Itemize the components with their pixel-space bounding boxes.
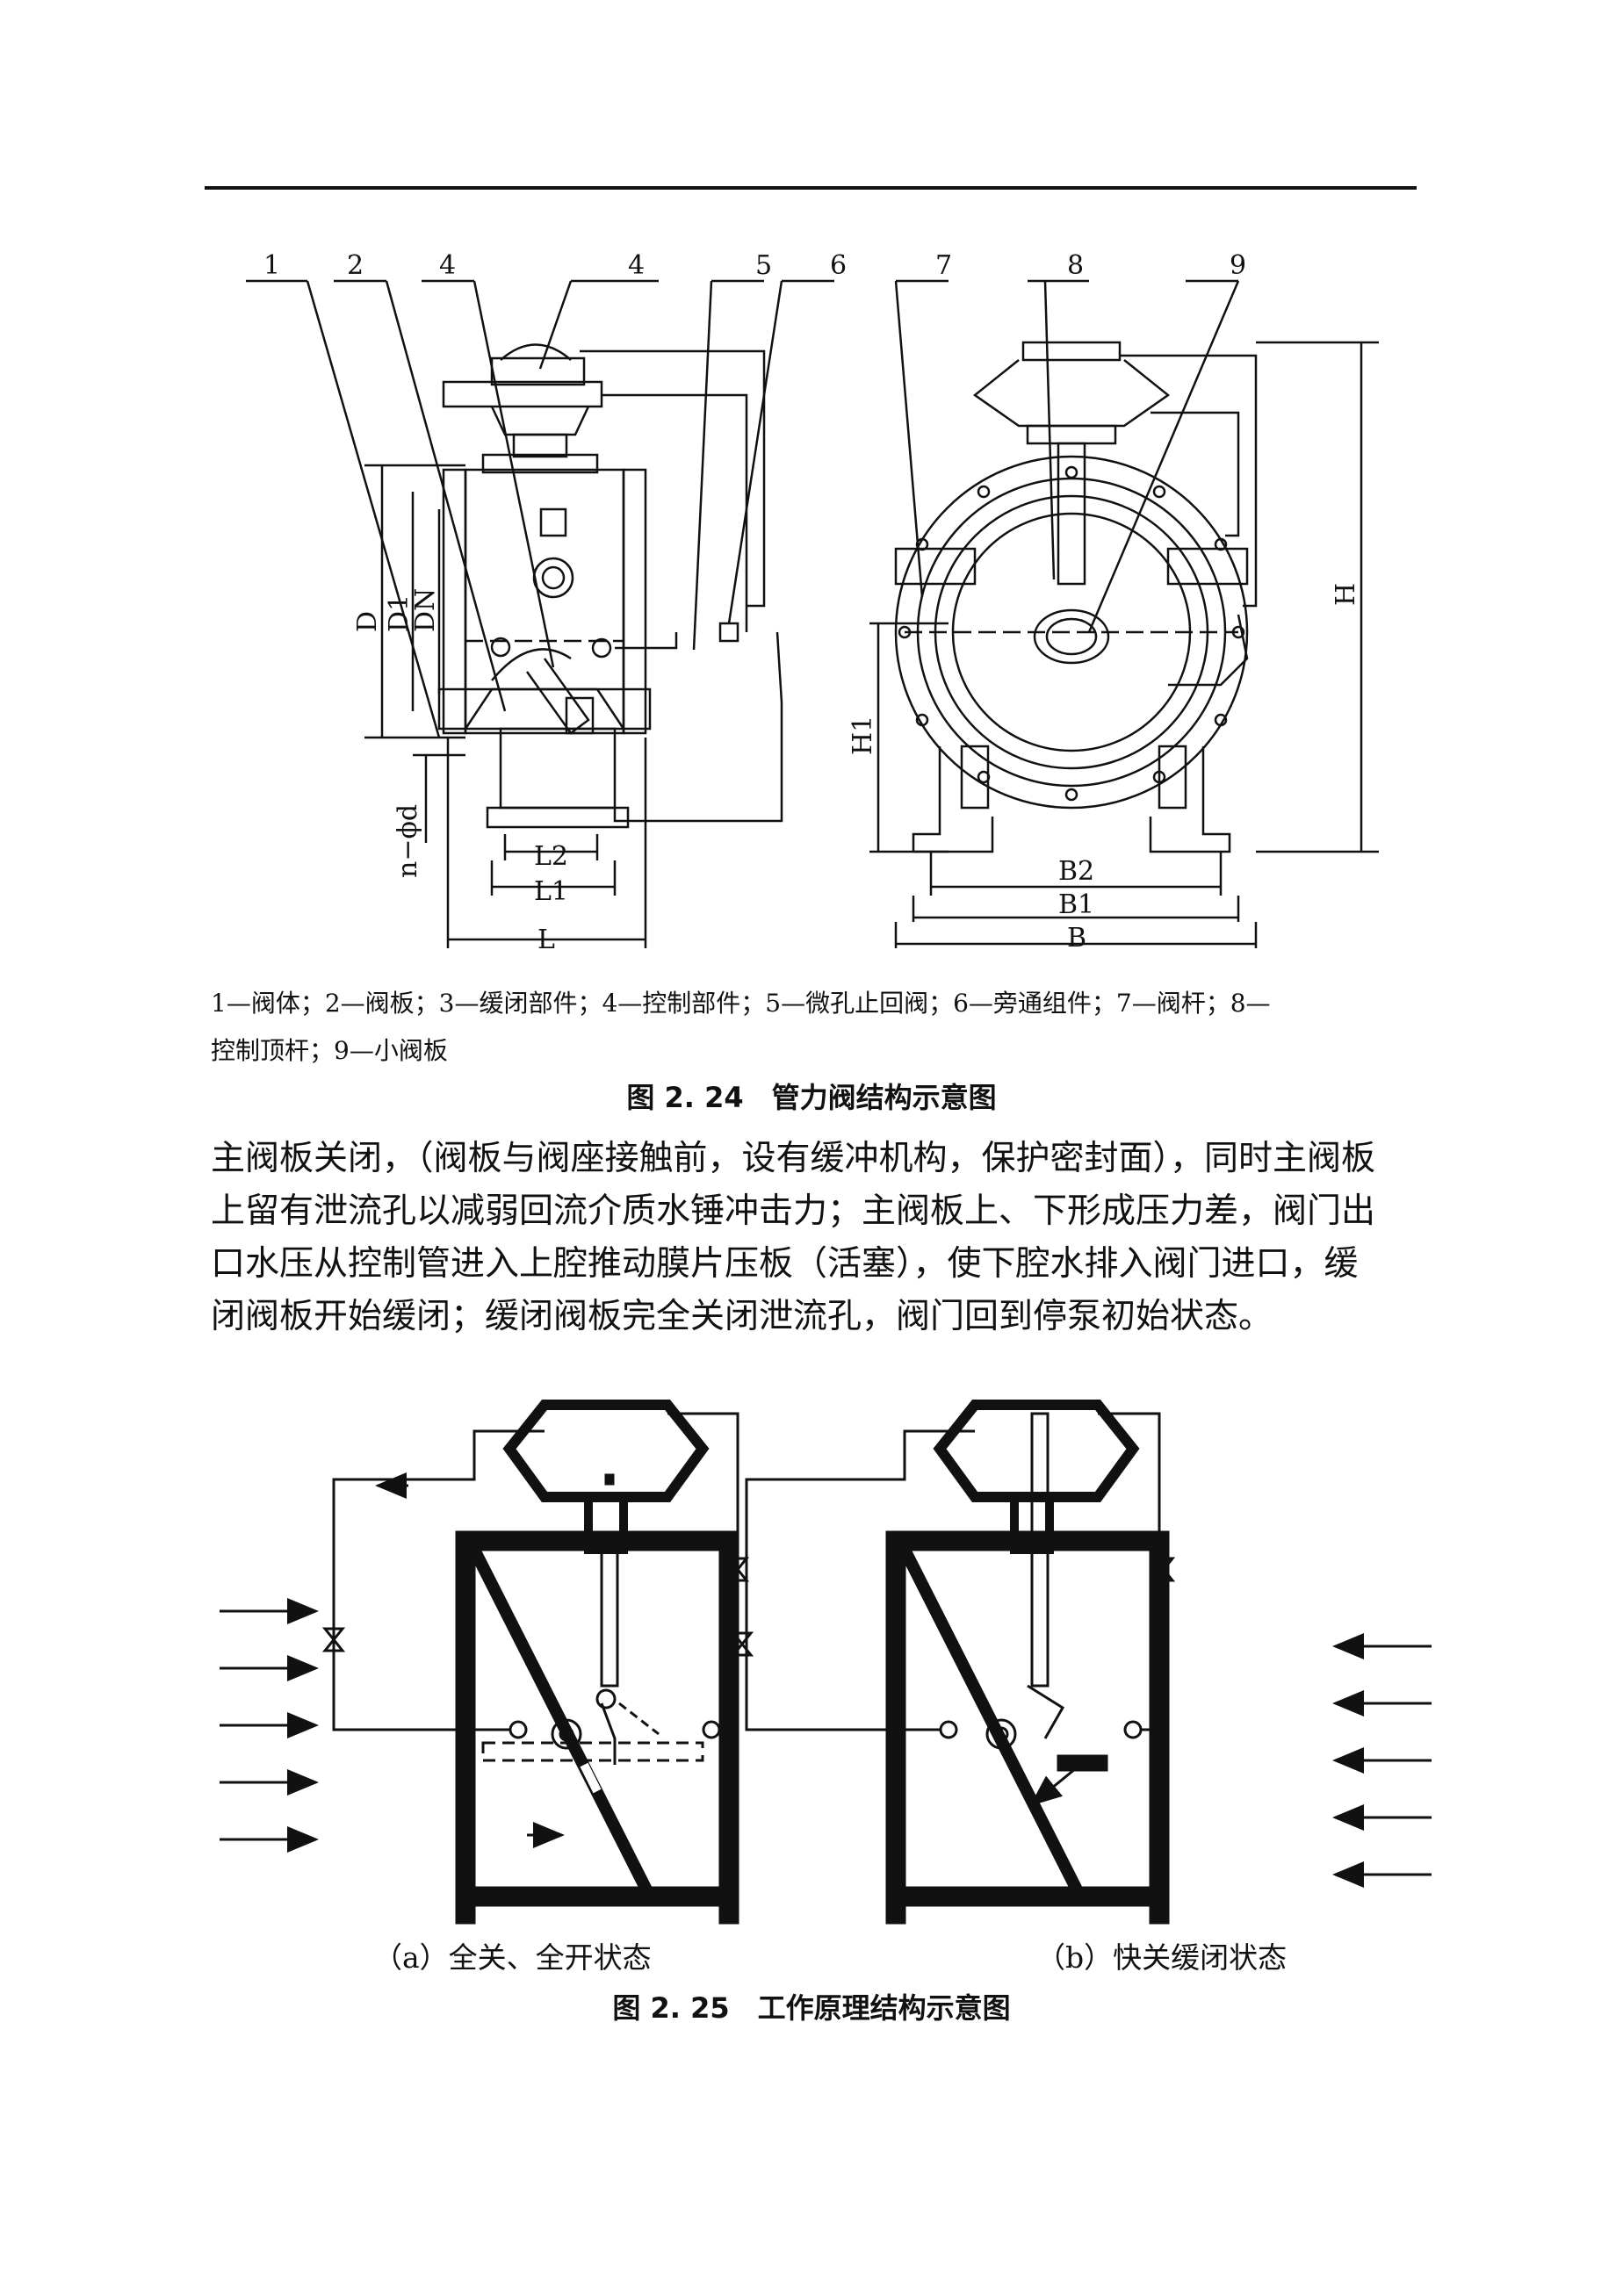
dim-D1: D1 bbox=[384, 594, 415, 632]
dim-H: H bbox=[1331, 583, 1361, 606]
paragraph-line-2: 上留有泄流孔以减弱回流介质水锤冲击力；主阀板上、下形成压力差，阀门出 bbox=[211, 1191, 1376, 1231]
dim-B1: B1 bbox=[1058, 889, 1094, 920]
figure-2-25-caption: 图 2. 25 工作原理结构示意图 bbox=[612, 1991, 1011, 2025]
callout-8: 8 bbox=[1067, 250, 1084, 281]
figure-2-24-drawing: 1 2 4 4 5 6 7 8 9 D D1 DN n−ϕd L2 L1 L H… bbox=[246, 250, 1379, 955]
callout-9: 9 bbox=[1230, 250, 1246, 281]
dim-L1: L1 bbox=[534, 876, 568, 907]
header-rule bbox=[205, 186, 1417, 190]
legend-line-1: 1—阀体；2—阀板；3—缓闭部件；4—控制部件；5—微孔止回阀；6—旁通组件；7… bbox=[211, 989, 1271, 1018]
dim-DN: DN bbox=[410, 588, 441, 632]
dim-D: D bbox=[352, 611, 383, 632]
figure-2-25-drawing bbox=[220, 1400, 1432, 1925]
figure-legend: 1—阀体；2—阀板；3—缓闭部件；4—控制部件；5—微孔止回阀；6—旁通组件；7… bbox=[211, 980, 1440, 1075]
callout-6: 6 bbox=[830, 250, 847, 281]
dim-L2: L2 bbox=[534, 841, 568, 872]
paragraph-line-4: 闭阀板开始缓闭；缓闭阀板完全关闭泄流孔，阀门回到停泵初始状态。 bbox=[211, 1297, 1273, 1336]
callout-1: 1 bbox=[263, 250, 280, 281]
dim-B2: B2 bbox=[1058, 856, 1094, 887]
body-paragraph: 主阀板关闭，（阀板与阀座接触前，设有缓冲机构，保护密封面），同时主阀板 上留有泄… bbox=[211, 1133, 1432, 1343]
dim-L: L bbox=[537, 925, 555, 955]
callout-4a: 4 bbox=[439, 250, 456, 281]
dim-nd: n−ϕd bbox=[393, 804, 423, 878]
callout-5: 5 bbox=[755, 250, 772, 281]
subcaption-a: （a）全关、全开状态 bbox=[373, 1940, 652, 1975]
paragraph-line-1: 主阀板关闭，（阀板与阀座接触前，设有缓冲机构，保护密封面），同时主阀板 bbox=[211, 1139, 1376, 1178]
dim-H1: H1 bbox=[848, 716, 878, 755]
dim-B: B bbox=[1067, 923, 1086, 954]
callout-2: 2 bbox=[347, 250, 364, 281]
callout-7: 7 bbox=[935, 250, 952, 281]
subcaption-b: （b）快关缓闭状态 bbox=[1036, 1940, 1288, 1975]
legend-line-2: 控制顶杆；9—小阀板 bbox=[211, 1036, 448, 1065]
figure-2-24-caption: 图 2. 24 管力阀结构示意图 bbox=[626, 1081, 997, 1114]
paragraph-line-3: 口水压从控制管进入上腔推动膜片压板（活塞），使下腔水排入阀门进口，缓 bbox=[211, 1244, 1359, 1284]
callout-4b: 4 bbox=[628, 250, 645, 281]
